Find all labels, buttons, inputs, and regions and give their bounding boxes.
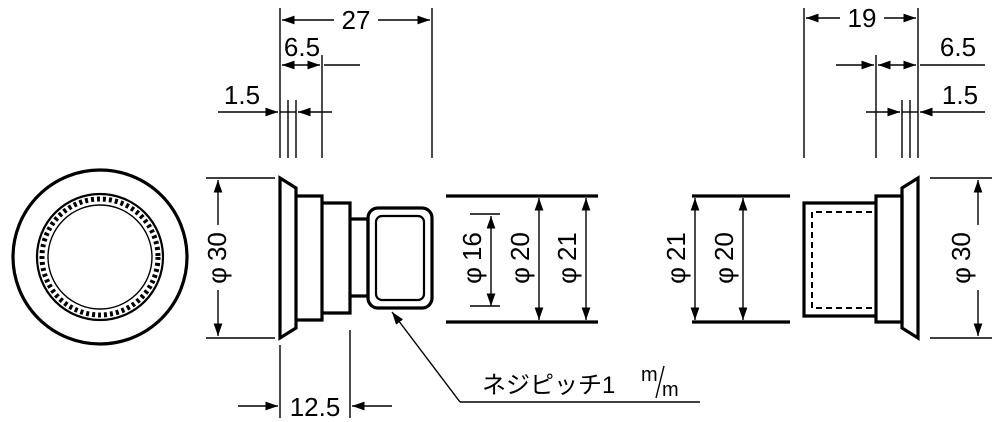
dim-phi20-right: φ20 xyxy=(709,232,739,284)
dim-12-5: 12.5 xyxy=(290,392,341,422)
right-side-view: 19 6.5 1.5 φ30 xyxy=(802,3,992,341)
thread-pitch-label: ネジピッチ1 xyxy=(482,372,615,399)
right-sleeve-inner xyxy=(811,211,872,309)
front-mid-circle xyxy=(35,192,165,322)
left-thread-neck xyxy=(350,217,370,298)
dim-1-5-right: 1.5 xyxy=(942,80,978,110)
thread-pitch-note: ネジピッチ1 m m xyxy=(391,311,700,403)
left-threaded-stud-inner xyxy=(374,214,426,302)
thread-section: φ16 φ20 φ21 xyxy=(446,194,598,324)
dim-19: 19 xyxy=(848,3,877,33)
thread-pitch-unit-top: m xyxy=(641,364,658,386)
dim-phi21-right: φ21 xyxy=(661,232,691,284)
dim-1-5-left: 1.5 xyxy=(224,80,260,110)
dim-phi20-mid: φ20 xyxy=(505,232,535,284)
front-view xyxy=(11,168,189,346)
front-outer-circle xyxy=(11,168,189,346)
dim-phi16: φ16 xyxy=(457,232,487,284)
left-threaded-stud xyxy=(366,206,434,310)
dim-phi30-left: φ30 xyxy=(202,232,232,284)
left-flange xyxy=(278,175,298,341)
right-flange xyxy=(900,175,920,341)
front-inner-circle xyxy=(47,204,153,310)
dim-27: 27 xyxy=(342,5,371,35)
dim-6-5-right: 6.5 xyxy=(940,32,976,62)
thread-pitch-unit-bottom: m xyxy=(662,379,679,401)
dim-phi30-right: φ30 xyxy=(946,232,976,284)
right-sleeve xyxy=(802,201,876,318)
right-body xyxy=(874,194,904,324)
left-body-step1 xyxy=(296,194,324,322)
left-side-view: 27 6.5 1.5 φ30 12.5 xyxy=(202,5,434,422)
dim-phi21-mid: φ21 xyxy=(552,232,582,284)
right-inner-section: φ21 φ20 xyxy=(661,194,790,324)
dim-6-5-left: 6.5 xyxy=(284,32,320,62)
left-body-step2 xyxy=(322,201,352,315)
front-knurl-circle xyxy=(39,196,161,318)
